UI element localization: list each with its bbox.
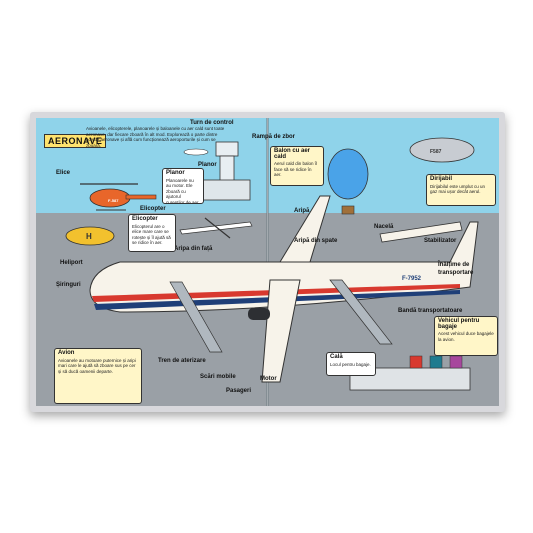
page-title: AERONAVE xyxy=(44,134,107,148)
glider xyxy=(179,217,253,239)
planor-box-text: Planoarele nu au motor. Ele zboară cu aj… xyxy=(166,177,200,204)
blimp-registration: F587 xyxy=(430,149,442,155)
vehicul-box-text: Acest vehicul duce bagajele la avion. xyxy=(438,331,494,342)
label-inaltime2: transportare xyxy=(438,270,474,276)
avion-box-title: Avion xyxy=(58,350,75,356)
balon-box-text: Aerul cald din balon îl face să se ridic… xyxy=(274,161,318,177)
svg-text:H: H xyxy=(86,232,92,241)
label-inaltime: Înălțime de xyxy=(438,262,470,268)
intro-text: Avioanele, elicopterele, planoarele și b… xyxy=(86,126,225,148)
helicopter xyxy=(80,183,157,211)
small-plane xyxy=(183,148,209,156)
label-elicopter: Elicopter xyxy=(140,206,166,212)
label-tren: Tren de aterizare xyxy=(158,358,206,364)
label-heliport: Heliport xyxy=(60,260,83,266)
label-planor: Planor xyxy=(198,162,217,168)
blimp: F587 xyxy=(409,137,475,163)
label-banda: Bandă transportatoare xyxy=(398,308,463,314)
dirijabil-box-title: Dirijabil xyxy=(430,176,453,182)
elicopter-box-title: Elicopter xyxy=(132,216,158,222)
elicopter-box: Elicopter Elicopterul are o elice mare c… xyxy=(128,214,176,252)
hot-air-balloon xyxy=(327,148,369,215)
label-turn: Turn de control xyxy=(190,120,234,126)
cala-box-title: Cală xyxy=(330,354,343,360)
open-book: H F587 xyxy=(30,112,505,412)
balon-box: Balon cu aer cald Aerul cald din balon î… xyxy=(270,146,324,186)
label-stabilizator: Stabilizator xyxy=(424,238,457,244)
elicopter-box-text: Elicopterul are o elice mare care se rot… xyxy=(132,223,171,246)
plane-registration: F-7952 xyxy=(402,276,422,282)
label-aripa-sus: Aripă xyxy=(294,208,310,214)
planor-box: Planor Planoarele nu au motor. Ele zboar… xyxy=(162,168,204,204)
label-aripa-spate: Aripă din spate xyxy=(294,238,338,244)
dirijabil-box-text: Dirijabilul este umplut cu un gaz mai uș… xyxy=(430,183,486,195)
label-nacela: Nacelă xyxy=(374,224,394,230)
label-ramp: Rampă de zbor xyxy=(252,134,296,140)
avion-box: Avion Avioanele au motoare puternice și … xyxy=(54,348,142,404)
dirijabil-box: Dirijabil Dirijabilul este umplut cu un … xyxy=(426,174,496,206)
avion-box-text: Avioanele au motoare puternice și aripi … xyxy=(58,357,136,374)
balon-box-title: Balon cu aer cald xyxy=(274,148,311,160)
heliport-pad: H xyxy=(65,226,115,246)
airport-illustration: H F587 xyxy=(65,137,479,391)
heli-registration: F-587 xyxy=(108,198,119,203)
label-elice: Elice xyxy=(56,170,71,176)
label-siringuri: Șiringuri xyxy=(56,282,81,288)
vehicul-box: Vehicul pentru bagaje Acest vehicul duce… xyxy=(434,316,498,356)
vehicul-box-title: Vehicul pentru bagaje xyxy=(438,318,480,330)
label-aripa: Aripa din față xyxy=(174,246,213,252)
baggage-cart xyxy=(349,355,471,391)
cala-box: Cală Locul pentru bagaje. xyxy=(326,352,376,376)
planor-box-title: Planor xyxy=(166,170,185,176)
label-scari: Scări mobile xyxy=(200,374,236,380)
label-motor: Motor xyxy=(260,376,277,382)
mobile-stairs xyxy=(169,279,393,353)
cala-box-text: Locul pentru bagaje. xyxy=(330,361,371,367)
label-pasageri: Pasageri xyxy=(226,388,252,394)
